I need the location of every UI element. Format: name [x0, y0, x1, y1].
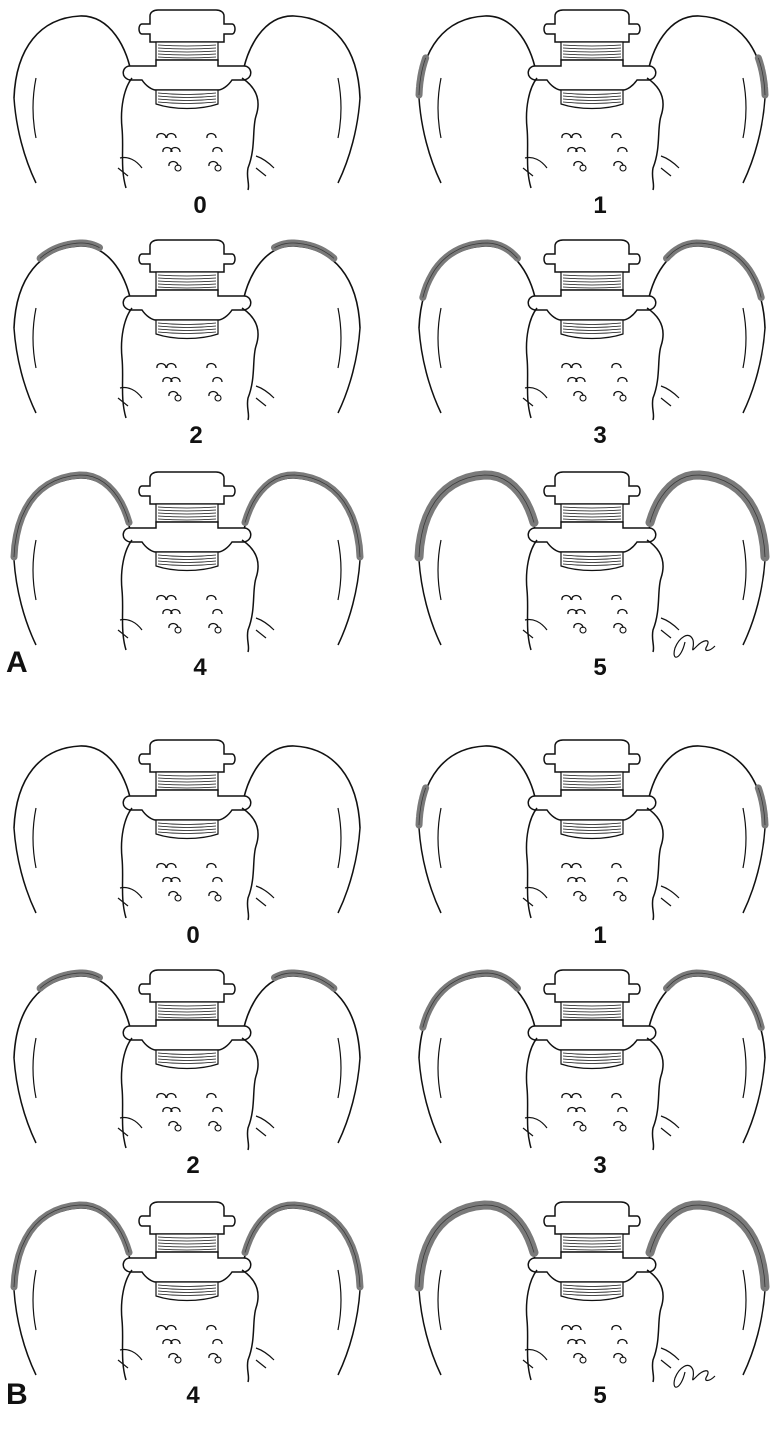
apophysis-left-b-4 [10, 1201, 133, 1291]
apophysis-right-b-1 [754, 784, 769, 829]
apophysis-right-a-5 [645, 470, 770, 562]
panel-letter-b: B [6, 1378, 28, 1411]
grade-label-b-3: 3 [593, 1152, 607, 1179]
pelvis-grade-a-3 [418, 239, 766, 421]
apophysis-right-b-2 [271, 969, 338, 992]
apophysis-outline-right-b-3 [666, 972, 762, 1028]
apophysis-outline-right-b-4 [244, 1204, 361, 1288]
apophysis-outline-right-a-5 [649, 474, 766, 558]
apophysis-right-a-2 [271, 239, 338, 262]
grade-label-a-4: 4 [193, 654, 207, 681]
apophysis-right-b-5 [645, 1200, 770, 1292]
pelvis-grade-b-3 [418, 969, 766, 1151]
pelvis-grade-a-4 [10, 471, 364, 653]
pelvis-grade-b-4 [10, 1201, 364, 1383]
artist-signature-a [673, 634, 716, 658]
apophysis-right-b-4 [241, 1201, 364, 1291]
apophysis-outline-left-a-5 [418, 474, 535, 558]
grade-label-a-5: 5 [593, 654, 607, 681]
grade-label-b-5: 5 [593, 1382, 607, 1409]
apophysis-outline-left-a-3 [422, 242, 518, 298]
pelvis-grade-b-1 [415, 739, 769, 921]
apophysis-left-b-3 [419, 969, 521, 1031]
apophysis-outline-right-a-3 [666, 242, 762, 298]
grade-label-b-1: 1 [593, 922, 607, 949]
apophysis-outline-right-b-2 [274, 972, 335, 989]
pelvis-grade-a-2 [13, 239, 361, 421]
panel-letter-a: A [6, 646, 28, 679]
apophysis-left-b-2 [36, 969, 103, 992]
apophysis-left-b-5 [414, 1200, 539, 1292]
artist-signature-b [673, 1364, 716, 1388]
apophysis-left-a-1 [415, 54, 430, 99]
grade-label-a-0: 0 [193, 192, 207, 219]
apophysis-left-a-2 [36, 239, 103, 262]
grade-label-a-3: 3 [593, 422, 607, 449]
pelvis-grade-a-5 [414, 470, 770, 658]
apophysis-outline-left-b-4 [13, 1204, 130, 1288]
apophysis-outline-right-a-1 [757, 57, 766, 96]
grade-label-a-1: 1 [593, 192, 607, 219]
apophysis-outline-right-b-5 [649, 1204, 766, 1288]
grade-label-b-4: 4 [186, 1382, 200, 1409]
grade-label-b-0: 0 [186, 922, 200, 949]
pelvis-grade-b-0 [13, 739, 361, 921]
apophysis-outline-left-a-2 [39, 242, 100, 259]
apophysis-left-a-5 [414, 470, 539, 562]
apophysis-outline-left-b-5 [418, 1204, 535, 1288]
apophysis-outline-right-b-1 [757, 787, 766, 826]
apophysis-right-a-1 [754, 54, 769, 99]
grade-label-b-2: 2 [186, 1152, 200, 1179]
pelvis-grade-b-5 [414, 1200, 770, 1388]
apophysis-outline-left-b-3 [422, 972, 518, 1028]
pelvis-grade-a-1 [415, 9, 769, 191]
apophysis-outline-right-a-2 [274, 242, 335, 259]
pelvis-grade-a-0 [13, 9, 361, 191]
grade-label-a-2: 2 [189, 422, 203, 449]
apophysis-right-b-3 [663, 969, 765, 1031]
apophysis-outline-left-a-4 [13, 474, 130, 558]
apophysis-right-a-4 [241, 471, 364, 561]
apophysis-outline-left-b-1 [418, 787, 427, 826]
apophysis-outline-right-a-4 [244, 474, 361, 558]
apophysis-left-a-4 [10, 471, 133, 561]
pelvis-grade-b-2 [13, 969, 361, 1151]
apophysis-outline-left-a-1 [418, 57, 427, 96]
apophysis-left-a-3 [419, 239, 521, 301]
apophysis-right-a-3 [663, 239, 765, 301]
apophysis-outline-left-b-2 [39, 972, 100, 989]
apophysis-left-b-1 [415, 784, 430, 829]
